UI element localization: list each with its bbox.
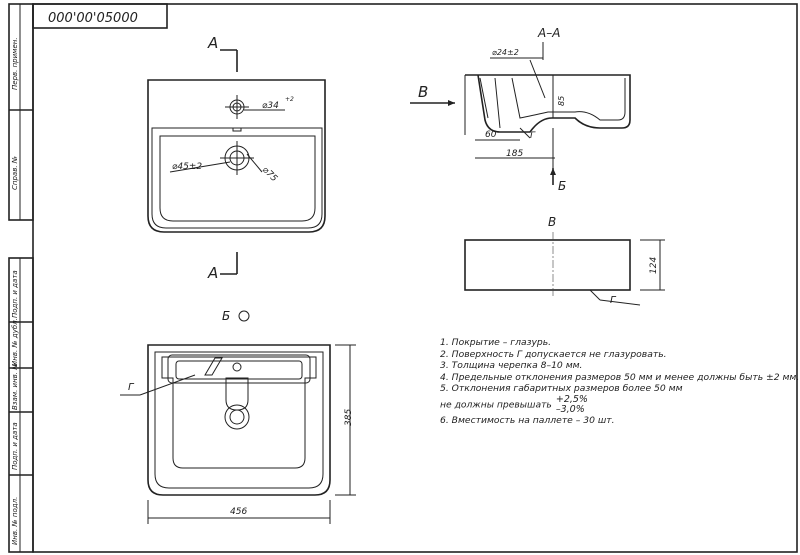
note-2: 2. Поверхность Г допускается не глазуров… bbox=[440, 348, 667, 360]
strip-label: Инв. № подл. bbox=[11, 497, 19, 545]
drawing-code: 000'00'05000 bbox=[48, 11, 138, 26]
svg-text:+2: +2 bbox=[285, 96, 294, 103]
note-5b: не должны превышать+2,5%–3,0% bbox=[440, 393, 799, 415]
strip-label: Взам. инв. № bbox=[11, 362, 19, 410]
svg-text:А–А: А–А bbox=[537, 26, 560, 40]
tolerance-plus: +2,5% bbox=[555, 393, 588, 405]
note-6: 6. Вместимость на паллете – 30 шт. bbox=[440, 414, 615, 426]
svg-text:⌀24±2: ⌀24±2 bbox=[492, 48, 519, 57]
svg-text:⌀34: ⌀34 bbox=[262, 101, 279, 111]
svg-text:85: 85 bbox=[557, 96, 566, 106]
tolerance: +2,5%–3,0% bbox=[555, 393, 588, 415]
strip-label: Подп. и дата bbox=[11, 422, 19, 470]
svg-text:124: 124 bbox=[649, 257, 659, 274]
strip-label: Инв. № дубл. bbox=[11, 318, 19, 366]
svg-text:А: А bbox=[207, 34, 218, 52]
svg-text:Г: Г bbox=[530, 131, 536, 141]
svg-text:Б: Б bbox=[558, 179, 566, 193]
section-view: А–А В ⌀24±2 85 60 185 Г Б bbox=[410, 26, 631, 193]
note-5: 5. Отклонения габаритных размеров более … bbox=[440, 383, 683, 394]
strip-label: Перв. примен. bbox=[11, 37, 19, 90]
note-5-cont: не должны превышать bbox=[440, 399, 552, 410]
technical-notes: 1. Покрытие – глазурь. 2. Поверхность Г … bbox=[440, 337, 799, 426]
bottom-view: Б Г 456 385 bbox=[120, 309, 356, 524]
side-view: В 124 Г bbox=[464, 215, 665, 306]
svg-text:60: 60 bbox=[485, 130, 497, 140]
svg-text:В: В bbox=[548, 215, 556, 229]
top-view: А ⌀34 +2 ⌀45±2 ⌀75 А bbox=[147, 34, 326, 282]
svg-text:⌀75: ⌀75 bbox=[260, 165, 279, 184]
note-1: 1. Покрытие – глазурь. bbox=[440, 337, 552, 348]
tolerance-minus: –3,0% bbox=[555, 403, 585, 415]
svg-text:Б: Б bbox=[222, 309, 230, 323]
svg-text:185: 185 bbox=[506, 149, 523, 159]
note-3: 3. Толщина черепка 8–10 мм. bbox=[440, 360, 583, 371]
svg-text:Г: Г bbox=[610, 295, 617, 306]
note-4: 4. Предельные отклонения размеров 50 мм … bbox=[440, 371, 800, 383]
svg-text:456: 456 bbox=[230, 507, 247, 517]
strip-label: Справ. № bbox=[11, 156, 19, 190]
svg-text:⌀45±2: ⌀45±2 bbox=[172, 162, 202, 172]
svg-text:Г: Г bbox=[128, 382, 135, 393]
strip-label: Подп. и дата bbox=[11, 270, 19, 318]
svg-text:А: А bbox=[207, 264, 218, 282]
svg-text:385: 385 bbox=[344, 409, 354, 426]
side-strip: Перв. примен. Справ. № Подп. и дата Инв.… bbox=[8, 3, 34, 553]
svg-text:В: В bbox=[418, 83, 428, 101]
